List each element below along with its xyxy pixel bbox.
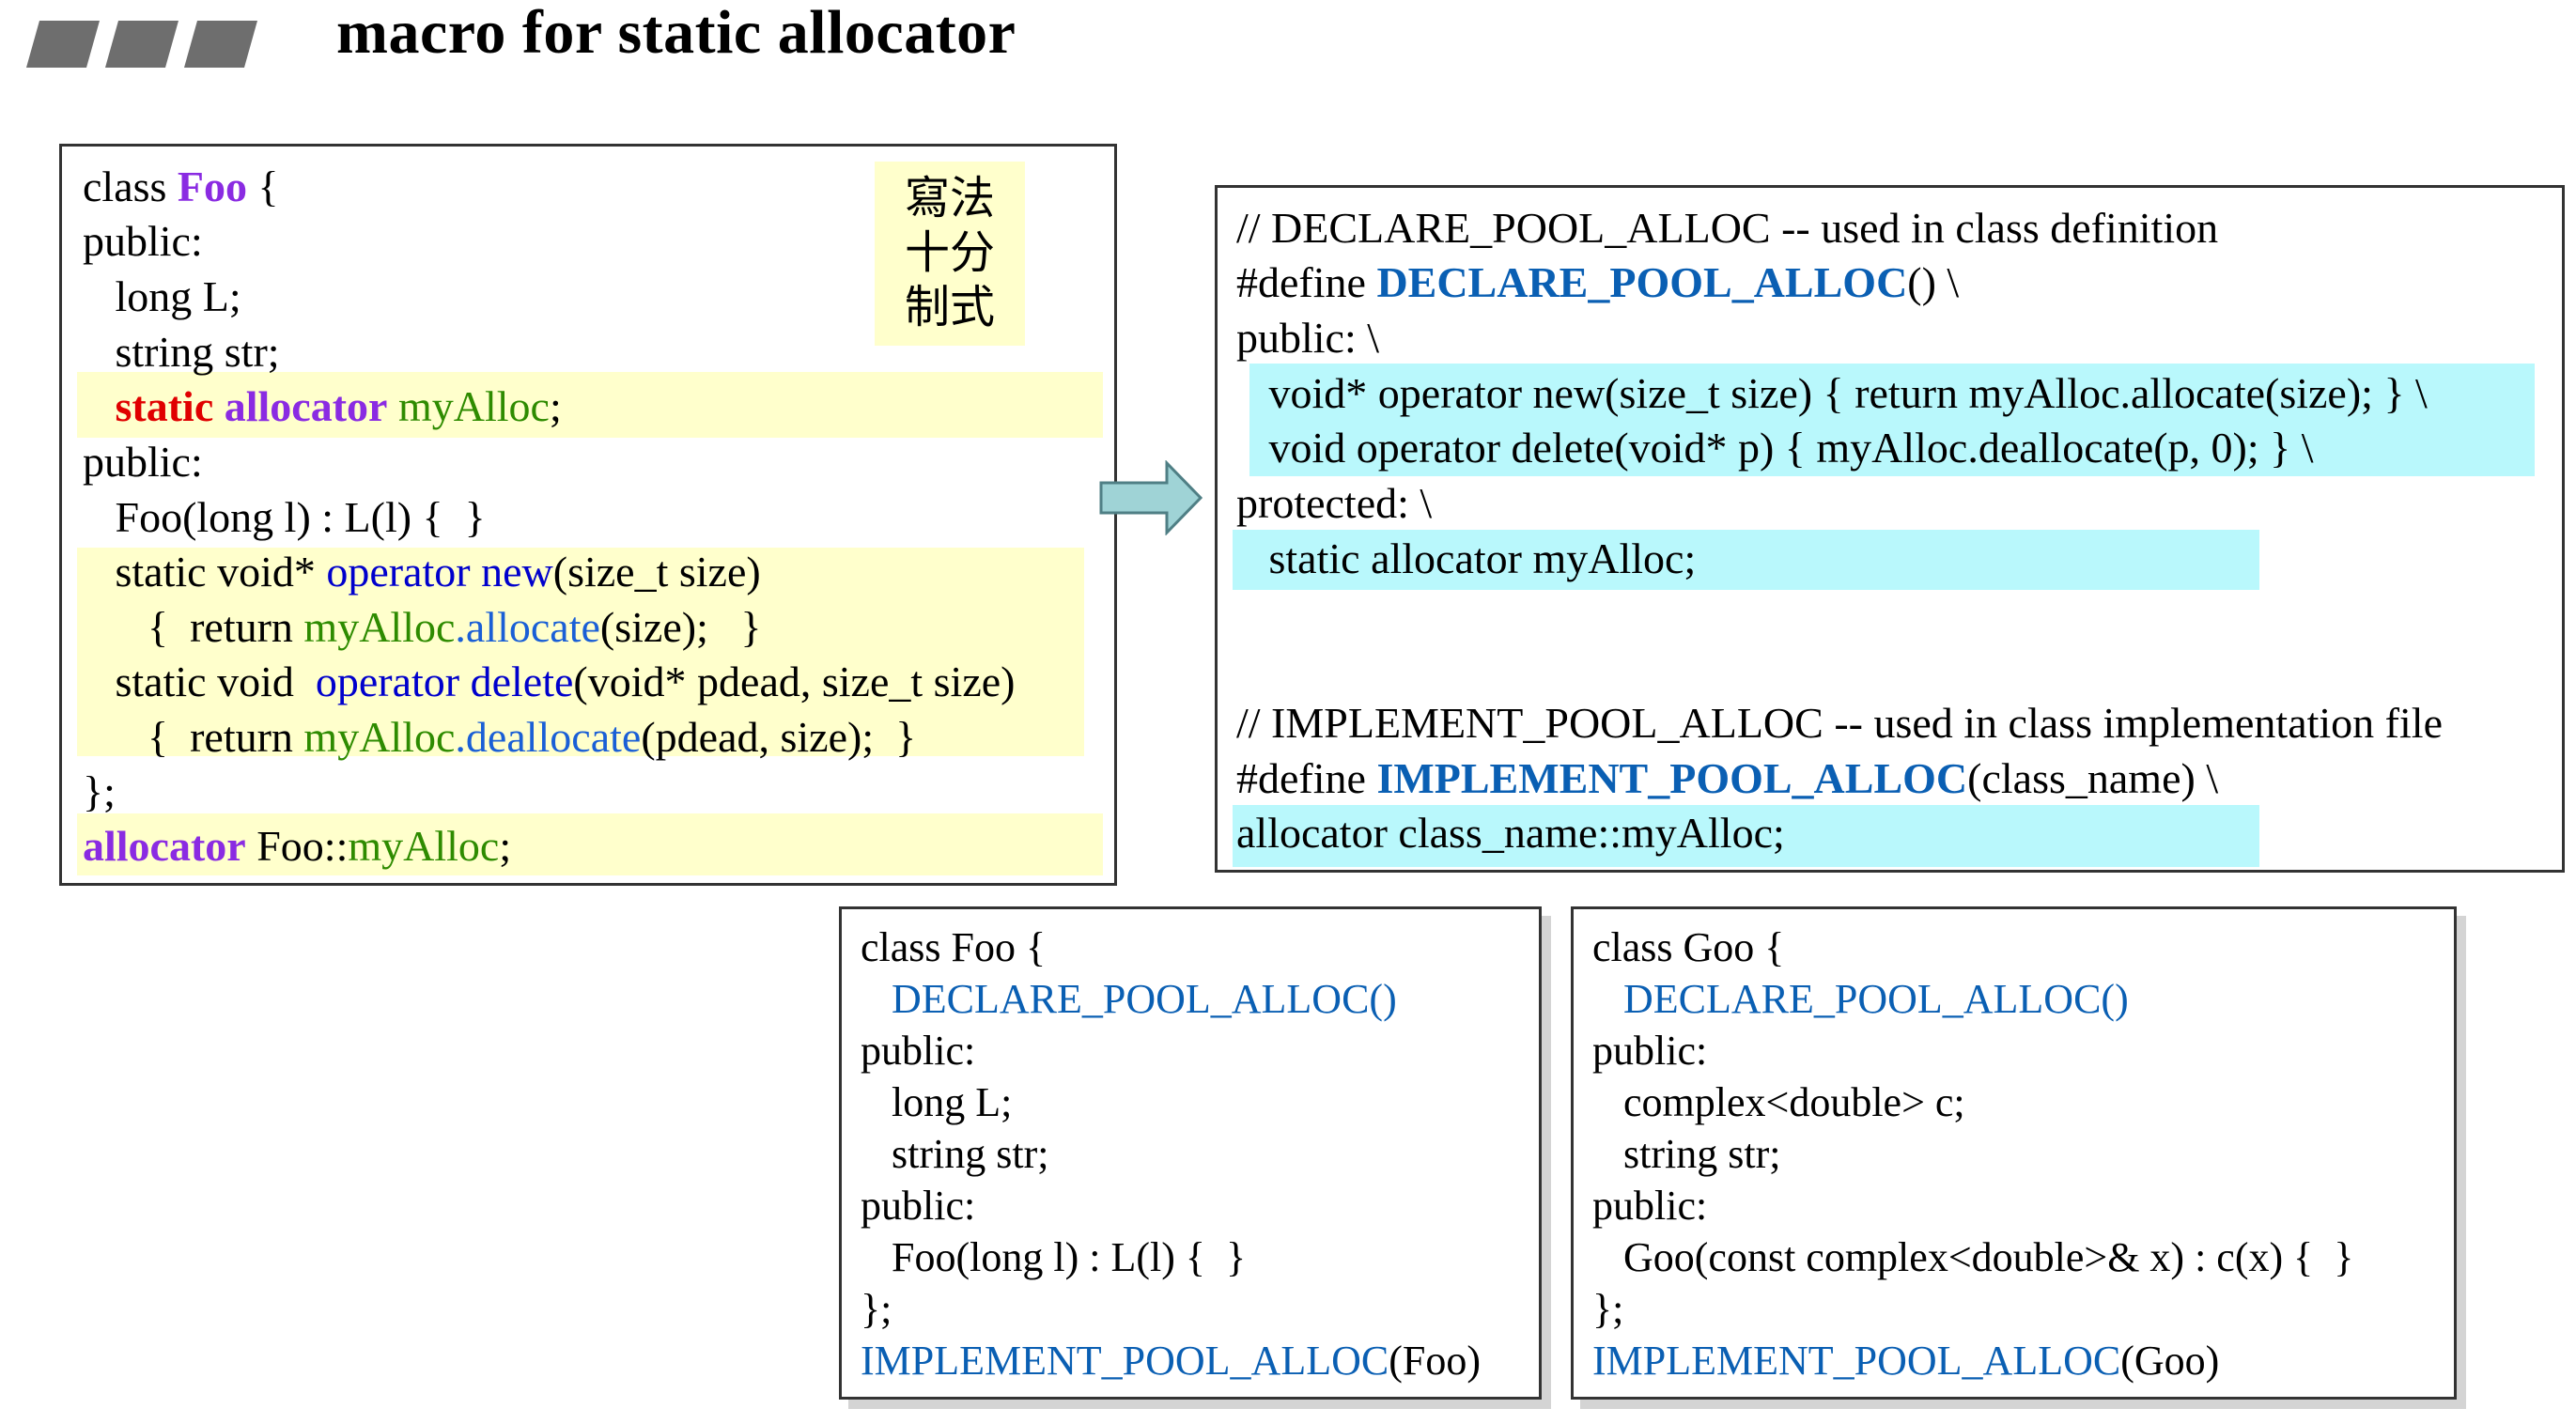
highlight-static-allocator <box>77 372 1103 438</box>
static-keyword: static <box>83 382 214 430</box>
code-line: Foo(long l) : L(l) { } <box>83 493 486 541</box>
code-token: (Goo) <box>2120 1338 2220 1384</box>
code-line: public: <box>861 1183 976 1229</box>
macro-definition-box: // DECLARE_POOL_ALLOC -- used in class d… <box>1215 185 2565 873</box>
code-token: #define <box>1236 754 1377 802</box>
code-line: #define IMPLEMENT_POOL_ALLOC(class_name)… <box>1236 751 2218 806</box>
class-name-token: Foo <box>177 163 248 210</box>
code-token: { return <box>83 713 304 761</box>
code-line: protected: \ <box>1236 479 1433 527</box>
code-token: (class_name) \ <box>1967 754 2219 802</box>
slide-logo-icon <box>26 21 257 68</box>
highlight-allocator-definition <box>1233 805 2259 867</box>
macro-name: IMPLEMENT_POOL_ALLOC <box>1376 754 1968 802</box>
code-line: public: <box>83 217 203 265</box>
member-name: myAlloc <box>348 822 500 870</box>
note-line: 十分 <box>904 226 995 279</box>
code-line: class Foo { <box>861 924 1047 970</box>
macro-call: DECLARE_POOL_ALLOC() <box>861 976 1397 1022</box>
code-comment: // DECLARE_POOL_ALLOC -- used in class d… <box>1236 204 2219 252</box>
code-token: (size_t size) <box>552 548 761 596</box>
member-name: myAlloc <box>303 603 456 651</box>
code-line: string str; <box>861 1131 1049 1177</box>
code-token: ; <box>499 822 512 870</box>
code-line: }; <box>1592 1286 1624 1332</box>
code-line: }; <box>861 1286 892 1332</box>
code-token: (void* pdead, size_t size) <box>573 658 1016 705</box>
code-line: long L; <box>861 1079 1013 1125</box>
code-line: void* operator new(size_t size) { return… <box>1236 369 2428 417</box>
method-name: .allocate <box>455 603 600 651</box>
code-line: string str; <box>83 328 280 376</box>
method-name: .deallocate <box>455 713 642 761</box>
macro-name: DECLARE_POOL_ALLOC <box>1376 258 1908 306</box>
highlight-allocator-definition <box>77 813 1103 875</box>
code-line: string str; <box>1592 1131 1781 1177</box>
macro-name: IMPLEMENT_POOL_ALLOC <box>861 1338 1389 1384</box>
highlight-static-allocator <box>1233 530 2259 590</box>
operator-keyword: operator new <box>326 548 553 596</box>
code-line: IMPLEMENT_POOL_ALLOC(Foo) <box>861 1336 1481 1386</box>
code-line: public: <box>83 438 203 486</box>
code-token: () \ <box>1907 258 1960 306</box>
slide-title: macro for static allocator <box>336 0 1016 67</box>
code-line: complex<double> c; <box>1592 1079 1965 1125</box>
macro-call: DECLARE_POOL_ALLOC() <box>1592 976 2129 1022</box>
original-code-box: 寫法 十分 制式 class Foo { public: long L; str… <box>59 144 1117 886</box>
code-line: public: \ <box>1236 314 1380 362</box>
note-line: 制式 <box>904 281 995 333</box>
code-line: public: <box>1592 1028 1708 1074</box>
code-line: allocator class_name::myAlloc; <box>1236 809 1785 857</box>
code-line: static void operator delete(void* pdead,… <box>83 655 1016 709</box>
allocator-keyword: allocator <box>83 822 246 870</box>
member-name: myAlloc <box>387 382 550 430</box>
code-line: public: <box>1592 1183 1708 1229</box>
code-token: (pdead, size); } <box>641 713 917 761</box>
code-line: void operator delete(void* p) { myAlloc.… <box>1236 424 2314 472</box>
code-token: static void <box>83 658 316 705</box>
allocator-keyword: allocator <box>213 382 388 430</box>
code-line: #define DECLARE_POOL_ALLOC() \ <box>1236 255 1959 310</box>
code-line: Goo(const complex<double>& x) : c(x) { } <box>1592 1234 2354 1280</box>
code-line: static allocator myAlloc; <box>83 379 562 434</box>
code-line: class Goo { <box>1592 924 1785 970</box>
style-note: 寫法 十分 制式 <box>875 162 1025 346</box>
goo-usage-box: class Goo { DECLARE_POOL_ALLOC() public:… <box>1571 906 2457 1400</box>
code-token: Foo:: <box>245 822 349 870</box>
code-token: ; <box>549 382 562 430</box>
code-line: static void* operator new(size_t size) <box>83 545 761 599</box>
code-line: allocator Foo::myAlloc; <box>83 819 511 874</box>
code-line: public: <box>861 1028 976 1074</box>
code-token: class <box>83 163 178 210</box>
highlight-operators <box>1249 364 2535 476</box>
operator-keyword: operator delete <box>315 658 574 705</box>
code-comment: // IMPLEMENT_POOL_ALLOC -- used in class… <box>1236 699 2443 747</box>
macro-name: IMPLEMENT_POOL_ALLOC <box>1592 1338 2121 1384</box>
code-line: long L; <box>83 272 241 320</box>
code-line: Foo(long l) : L(l) { } <box>861 1234 1247 1280</box>
code-line: { return myAlloc.deallocate(pdead, size)… <box>83 710 916 765</box>
code-line: IMPLEMENT_POOL_ALLOC(Goo) <box>1592 1336 2219 1386</box>
code-line: { return myAlloc.allocate(size); } <box>83 600 761 655</box>
code-token: static void* <box>83 548 327 596</box>
highlight-operators <box>77 548 1084 756</box>
code-token: (Foo) <box>1389 1338 1481 1384</box>
code-line: static allocator myAlloc; <box>1236 534 1697 582</box>
code-token: #define <box>1236 258 1377 306</box>
code-line: }; <box>83 767 116 815</box>
code-token: { return <box>83 603 304 651</box>
foo-usage-box: class Foo { DECLARE_POOL_ALLOC() public:… <box>839 906 1542 1400</box>
right-arrow-icon <box>1099 460 1203 535</box>
member-name: myAlloc <box>303 713 456 761</box>
code-line: class Foo { <box>83 160 279 214</box>
code-token: (size); } <box>599 603 762 651</box>
note-line: 寫法 <box>904 172 995 224</box>
code-token: { <box>247 163 279 210</box>
